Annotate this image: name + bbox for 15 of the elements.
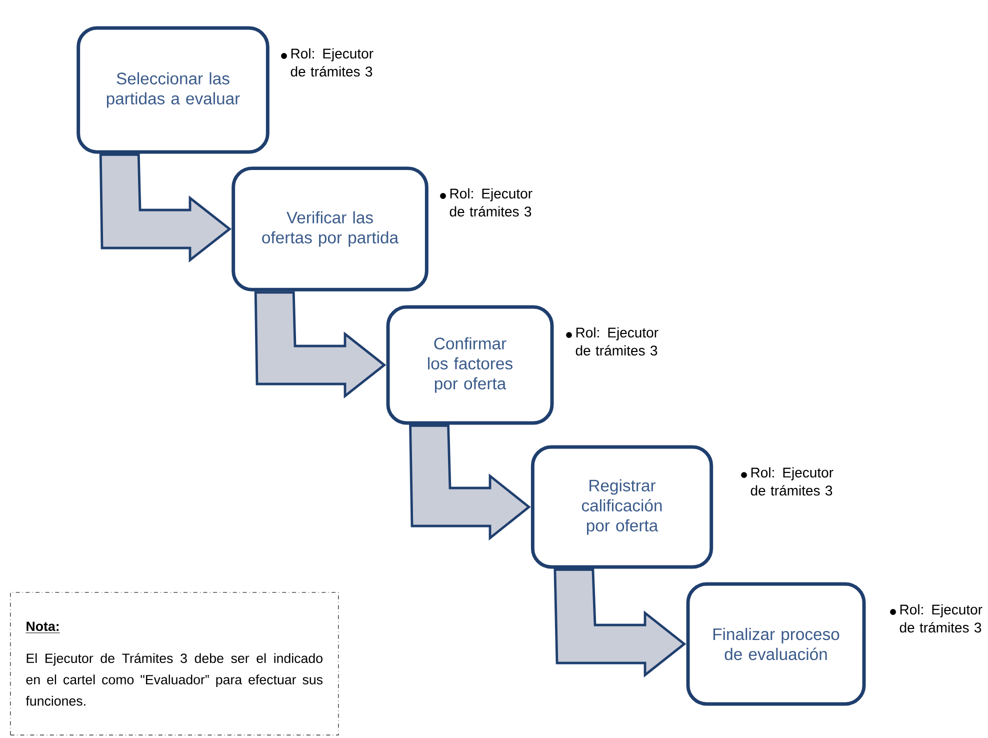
process-box: Verificar las ofertas por partida (232, 166, 428, 292)
process-box: Finalizar proceso de evaluación (686, 582, 866, 706)
process-box: Seleccionar las partidas a evaluar (76, 26, 270, 154)
role-text: Rol: Ejecutor de trámites 3 (290, 48, 374, 77)
block-arrow (554, 568, 686, 678)
block-arrow (409, 424, 531, 540)
note-box: Nota: El Ejecutor de Trámites 3 debe ser el indicado en el cartel como "Evaluador” para efectuar sus funciones. (10, 592, 339, 736)
process-box: Registrar calificación por oferta (530, 445, 714, 569)
role-text: Rol: Ejecutor de trámites 3 (450, 188, 532, 217)
process-box: Confirmar los factores por oferta (386, 305, 554, 425)
block-arrow (254, 291, 386, 398)
role-text: Rol: Ejecutor de trámites 3 (576, 327, 658, 356)
role-text: Rol: Ejecutor de trámites 3 (900, 604, 982, 633)
block-arrow (99, 154, 232, 262)
role-text: Rol: Ejecutor de trámites 3 (750, 467, 834, 496)
